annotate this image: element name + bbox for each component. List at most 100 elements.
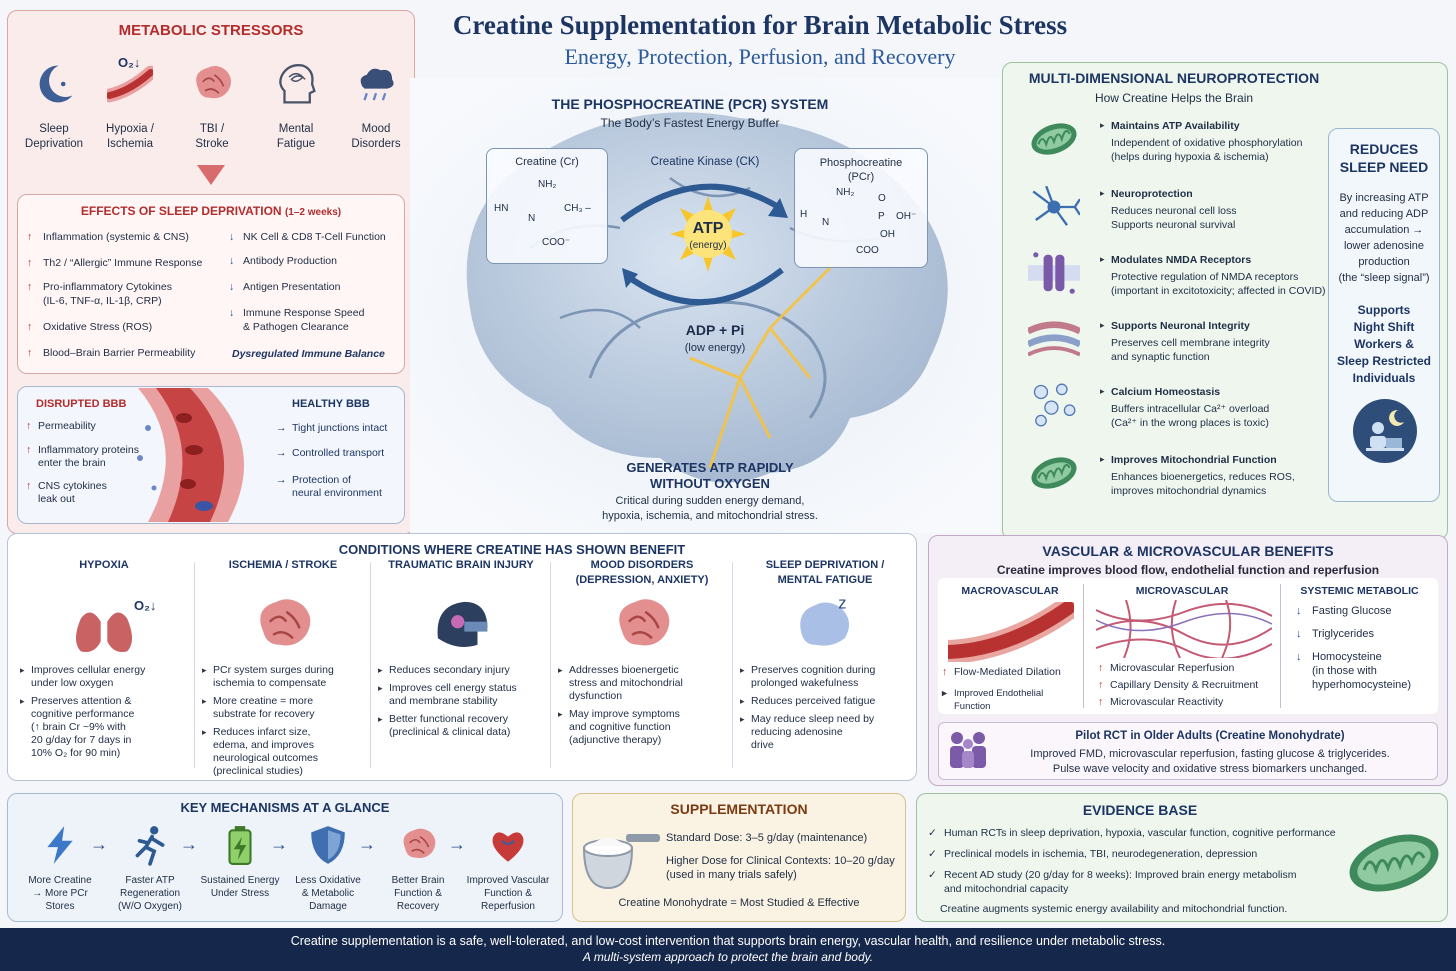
stressor-item: Mental Fatigue [264,58,328,152]
up-arrow-icon: ↑ [942,666,948,678]
condition-bullet: Better functional recovery (preclinical … [378,713,548,739]
rct-card [938,722,1438,780]
systemic-text: Homocysteine (in those with hyperhomocys… [1312,651,1412,691]
ck-cycle-arrows [620,183,788,305]
condition-title: Mood Disorders (Depression, Anxiety) [575,559,709,586]
neuro-item-text: Buffers intracellular Ca²⁺ overload (Ca²… [1111,403,1270,429]
macrovascular-title: Macrovascular [961,585,1059,597]
rain-cloud-icon [344,58,408,110]
systemic-text: Fasting Glucose [1312,605,1392,617]
disrupted-bbb-title: Disrupted BBB [36,398,127,410]
increase-text: Inflammation (systemic & CNS) [43,231,189,243]
condition-bullet: Preserves attention & cognitive performa… [20,695,192,760]
condition-bullet: Addresses bioenergetic stress and mitoch… [558,664,730,703]
decrease-text: Antigen Presentation [243,281,341,293]
mitochondrion-icon [1012,446,1096,500]
increase-text: Oxidative Stress (ROS) [43,321,153,333]
down-arrow-icon: ↓ [229,255,235,267]
footer-bar: Creatine supplementation is a safe, well… [0,928,1456,971]
adp-label: ADP + Pi [685,322,745,338]
phosphocreatine-box [794,148,928,268]
decrease-item: ↓Antigen Presentation [229,280,399,294]
systemic-item: ↓Triglycerides [1296,627,1442,641]
increase-item: ↑Pro-inflammatory Cytokines (IL-6, TNF-α… [27,280,227,308]
neuro-item-title: Maintains ATP Availability [1111,120,1240,132]
systemic-metabolic-list: ↓ Fasting Glucose ↓Triglycerides ↓ Homocyste… [1296,604,1442,701]
footer-line-1: Creatine supplementation is a safe, well… [290,934,1166,948]
mechanism-label: Faster ATP Regeneration (W/O Oxygen) [118,875,182,912]
healthy-bbb-item: →Controlled transport [276,447,384,460]
microvascular-item: ↑Capillary Density & Recruitment [1098,679,1278,692]
reduces-sleep-need-text: By increasing ATP and reducing ADP accum… [1338,192,1430,284]
healthy-bbb-text: Tight junctions intact [292,422,388,434]
condition-title: Traumatic Brain Injury [388,559,534,571]
increase-text: Th2 / “Allergic” Immune Response [43,257,203,269]
neuron-icon [1012,180,1096,234]
neuroprotection-subtitle: How Creatine Helps the Brain [1094,91,1254,105]
disrupted-bbb-text: Permeability [38,420,96,432]
condition-divider [194,562,195,768]
creatine-scoop-icon [582,834,660,890]
flow-arrow-icon: → [358,834,376,854]
stressor-label: TBI / Stroke [195,123,229,150]
condition-bullet: May reduce sleep need by reducing adenos… [740,713,914,752]
down-arrow-icon [197,165,225,185]
svg-text:z: z [838,595,846,613]
systemic-metabolic-title: Systemic Metabolic [1300,585,1419,597]
evidence-title: Evidence Base [1082,802,1198,818]
condition-bullets: Addresses bioenergetic stress and mitoch… [554,664,730,747]
mechanism-label: More Creatine → More PCr Stores [28,875,92,912]
condition-column: Ischemia / StrokePCr system surges durin… [198,558,368,777]
mechanism-label: Less Oxidative & Metabolic Damage [295,875,361,912]
bullet-arrow-icon: ▸ [1100,320,1105,330]
atp-energy-icon [670,196,746,272]
evidence-footer: Creatine augments systemic energy availa… [940,903,1288,915]
condition-bullets: Improves cellular energy under low oxyge… [16,664,192,760]
supplementation-title: Supplementation [670,801,808,817]
mechanism-item: More Creatine → More PCr Stores [14,820,106,913]
systemic-item: ↓ Homocysteine (in those with hyperhomocy… [1296,650,1442,692]
stressors-title: Metabolic Stressors [118,22,304,39]
mechanism-item: Improved Vascular Function & Reperfusion [462,820,554,913]
neuro-item-text: Enhances bioenergetics, reduces ROS, imp… [1111,471,1295,497]
condition-column: Sleep Deprivation / Mental FatiguezPrese… [736,558,914,772]
down-arrow-icon: ↓ [1296,651,1302,663]
bullet-arrow-icon: ▸ [1100,386,1105,396]
evidence-item: ✓Preclinical models in ischemia, TBI, ne… [928,847,1358,861]
mechanism-item: Faster ATP Regeneration (W/O Oxygen) [104,820,196,913]
vascular-divider-2 [1280,584,1281,708]
membrane-icon [1012,312,1096,366]
condition-title: Hypoxia [79,559,129,571]
mechanism-label: Sustained Energy Under Stress [200,875,280,899]
macrovascular-item: ▸Improved Endothelial Function [942,687,1082,713]
night-worker-icon [1353,399,1417,463]
artery-icon [948,602,1074,662]
flow-arrow-icon: → [180,834,198,854]
arrow-right-icon: → [276,474,287,486]
battery-icon [194,820,286,870]
check-icon: ✓ [928,848,937,860]
night-shift-support: Supports Night Shift Workers & Sleep Res… [1336,303,1432,385]
blood-vessel-icon [98,58,162,110]
neuro-item-title: Supports Neuronal Integrity [1111,320,1250,332]
condition-bullet: Reduces infarct size, edema, and improve… [202,726,368,778]
systemic-text: Triglycerides [1312,628,1374,640]
mechanism-item: Sustained Energy Under Stress [194,820,286,900]
evidence-item: ✓Recent AD study (20 g/day for 8 weeks):… [928,868,1358,896]
heart-icon [462,820,554,870]
rct-text-1: Improved FMD, microvascular reperfusion,… [1030,748,1390,760]
condition-bullet: Improves cell energy status and membrane… [378,682,548,708]
creatine-kinase-label: Creatine Kinase (CK) [650,156,760,168]
microvascular-title: Microvascular [1135,585,1229,597]
up-arrow-icon: ↑ [27,281,33,293]
head-scribble-icon [264,58,328,110]
condition-bullet: Preserves cognition during prolonged wak… [740,664,914,690]
pcr-subtitle: The Body’s Fastest Energy Buffer [600,116,780,130]
standard-dose: Standard Dose: 3–5 g/day (maintenance) [666,832,868,844]
mechanisms-title: Key Mechanisms at a Glance [180,800,390,815]
up-arrow-icon: ↑ [1098,662,1104,674]
neuro-item-text: Reduces neuronal cell loss Supports neur… [1111,205,1237,231]
neuro-item-text: Preserves cell membrane integrity and sy… [1111,337,1270,363]
mechanism-item: Less Oxidative & Metabolic Damage [282,820,374,913]
condition-bullet: PCr system surges during ischemia to com… [202,664,368,690]
